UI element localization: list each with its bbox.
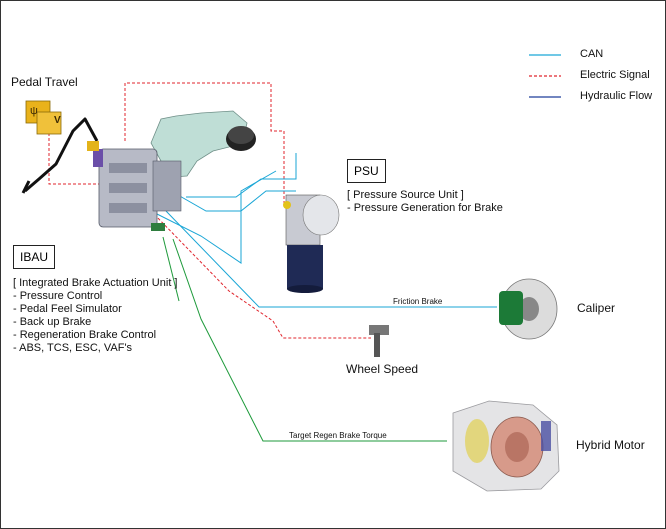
ibau-unit-icon (87, 141, 182, 231)
ibau-line: - Back up Brake (13, 316, 92, 328)
electric-signal-pedal (48, 133, 101, 185)
legend-electric-label: Electric Signal (580, 69, 650, 81)
pedal-sensor-icon (25, 100, 62, 135)
friction-brake-label: Friction Brake (393, 297, 443, 306)
psu-description: [ Pressure Source Unit ]- Pressure Gener… (347, 189, 503, 215)
psu-title-box: PSU (347, 159, 386, 183)
ibau-line: - Pressure Control (13, 290, 103, 302)
ibau-title-box: IBAU (13, 245, 56, 269)
wheel-speed-sensor-icon (369, 325, 389, 357)
can-line-1 (170, 190, 296, 212)
can-line-friction (165, 210, 497, 308)
target-regen-line (172, 238, 447, 442)
can-line-3 (150, 170, 277, 264)
can-line-2 (186, 153, 297, 198)
ibau-line: [ Integrated Brake Actuation Unit ] (13, 277, 178, 289)
ibau-line: - Regeneration Brake Control (13, 329, 157, 341)
hybrid-motor-icon (452, 400, 560, 492)
ibau-line: - ABS, TCS, ESC, VAF's (13, 342, 133, 354)
psu-line: - Pressure Generation for Brake (347, 202, 503, 214)
pedal-lever (24, 117, 99, 193)
legend-hydraulic-label: Hydraulic Flow (580, 90, 653, 102)
ibau-description: [ Integrated Brake Actuation Unit ]- Pre… (13, 277, 177, 355)
psu-title: PSU (354, 164, 379, 178)
caliper-icon (499, 278, 558, 340)
ibau-line: - Pedal Feel Simulator (13, 303, 122, 315)
psu-line: [ Pressure Source Unit ] (347, 189, 464, 201)
legend-can-label: CAN (580, 48, 604, 60)
target-regen-label: Target Regen Brake Torque (289, 431, 387, 440)
electric-signal-ibau-psu (124, 82, 285, 206)
hybrid-motor-label: Hybrid Motor (576, 438, 645, 452)
pedal-travel-label: Pedal Travel (11, 75, 78, 89)
pedal-sensor-glyph-2: V (54, 115, 61, 126)
wheel-speed-label: Wheel Speed (346, 362, 419, 376)
pedal-lever-base (21, 180, 31, 194)
ibau-title: IBAU (20, 250, 49, 264)
caliper-label: Caliper (577, 301, 616, 315)
reservoir-icon (150, 110, 256, 178)
pedal-sensor-glyph-1: ψ (30, 105, 38, 117)
target-regen-line-2 (162, 236, 180, 302)
psu-unit-icon (283, 194, 340, 293)
